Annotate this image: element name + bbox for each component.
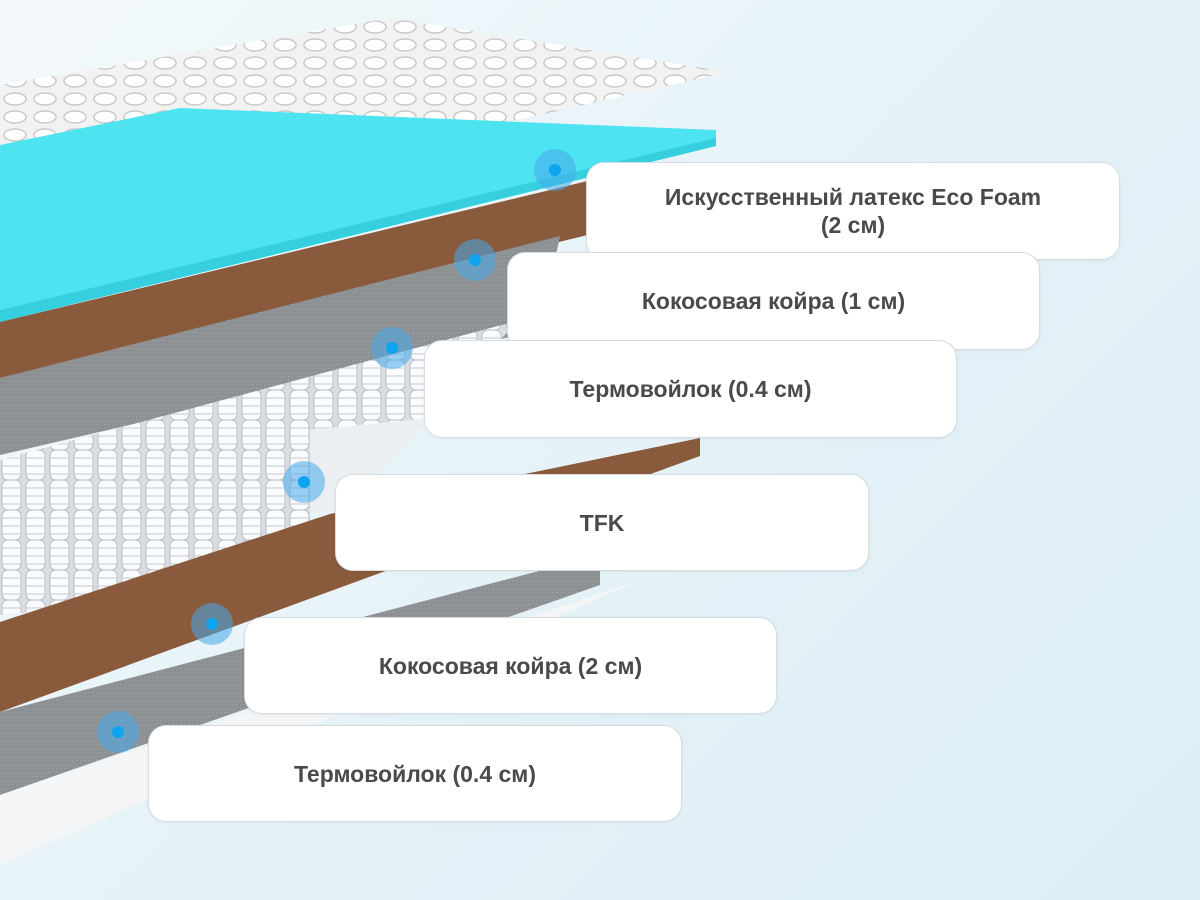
layer-label-text: Кокосовая койра (2 см) xyxy=(378,652,643,679)
layer-label-text: TFK xyxy=(579,509,625,536)
marker-dot-6[interactable] xyxy=(97,711,139,753)
spring-unit xyxy=(0,320,520,615)
layer-label-eco-foam: Искусственный латекс Eco Foam (2 см) xyxy=(586,162,1120,260)
layer-label-text: Термовойлок (0.4 см) xyxy=(569,376,812,402)
layer-label-text: Кокосовая койра (1 см) xyxy=(641,288,906,314)
marker-dot-3[interactable] xyxy=(371,327,413,369)
layer-label-felt-1: Термовойлок (0.4 см) xyxy=(424,340,957,438)
layer-label-text: (2 см) xyxy=(820,212,886,238)
layer-label-coir-2: Кокосовая койра (2 см) xyxy=(244,617,777,714)
coir-layer-top xyxy=(0,178,600,378)
layer-label-felt-2: Термовойлок (0.4 см) xyxy=(148,725,682,822)
layer-label-coir-1: Кокосовая койра (1 см) xyxy=(507,252,1040,350)
marker-dot-2[interactable] xyxy=(454,239,496,281)
layer-label-text: Искусственный латекс Eco Foam xyxy=(664,184,1042,210)
layer-label-text: Термовойлок (0.4 см) xyxy=(294,760,536,787)
marker-dot-1[interactable] xyxy=(534,149,576,191)
felt-layer-top xyxy=(0,236,560,455)
layer-label-tfk: TFK xyxy=(335,474,869,571)
marker-dot-5[interactable] xyxy=(191,603,233,645)
marker-dot-4[interactable] xyxy=(283,461,325,503)
